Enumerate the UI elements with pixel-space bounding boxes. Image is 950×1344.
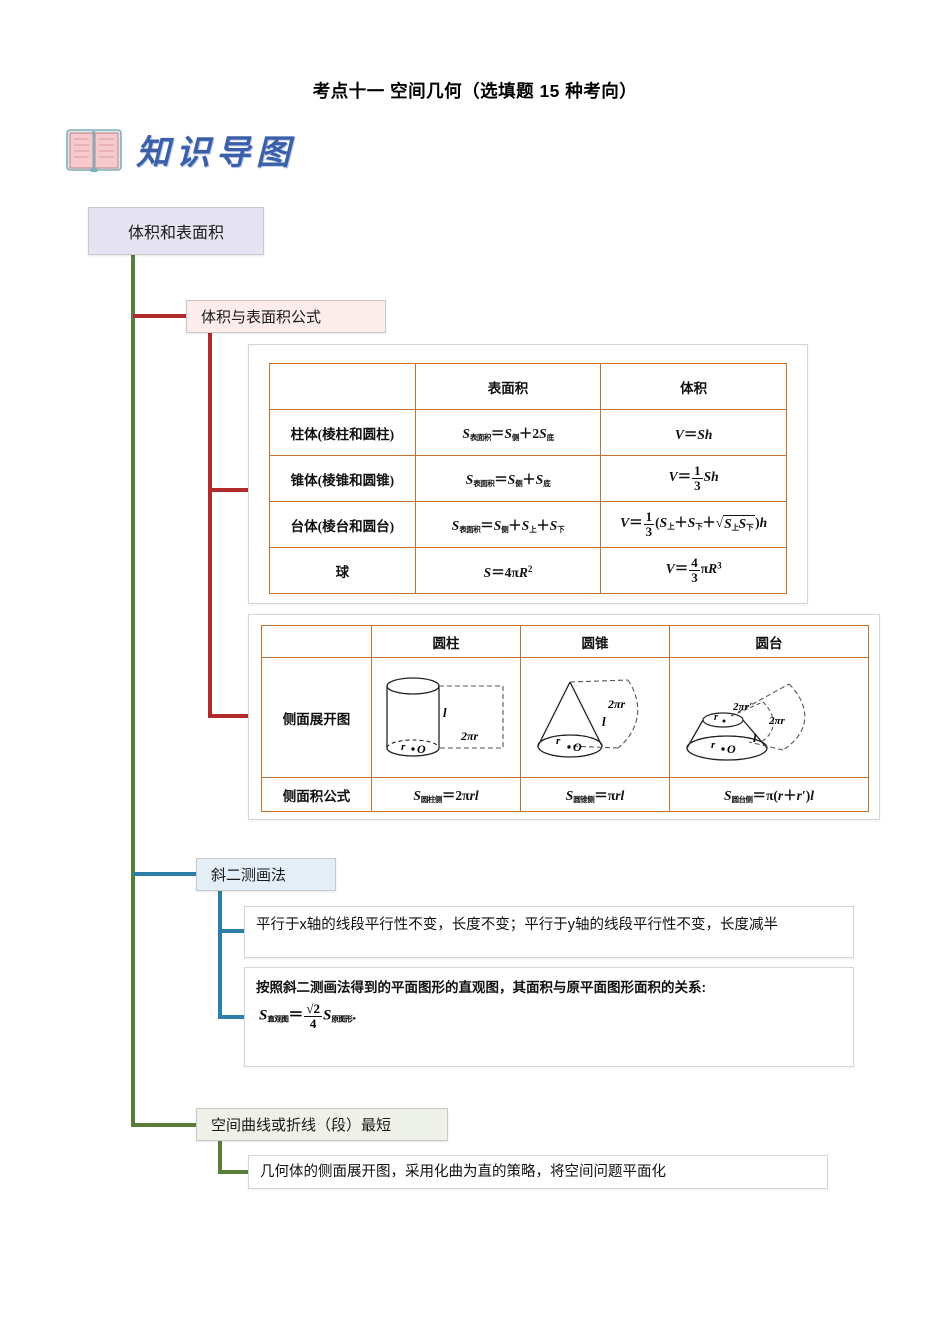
header-empty xyxy=(269,363,416,410)
header-frustum: 圆台 xyxy=(669,625,869,658)
leaf-oblique-note-2: 按照斜二测画法得到的平面图形的直观图，其面积与原平面图形面积的关系: S直观图＝… xyxy=(244,967,854,1067)
cell-surface-sphere: S＝4πR2 xyxy=(414,547,602,594)
cell-lateral-frustum: S圆台侧＝π(r＋r′)l xyxy=(669,777,869,812)
branch-label: 体积与表面积公式 xyxy=(201,309,322,326)
svg-text:2πr': 2πr' xyxy=(732,701,752,713)
leaf-lateral-surface-table: 圆柱 圆锥 圆台 侧面展开图 l 2πr r O xyxy=(248,614,880,820)
table-row: 表面积 体积 xyxy=(269,363,787,410)
svg-text:r: r xyxy=(556,735,561,747)
oblique-note-2-heading: 按照斜二测画法得到的平面图形的直观图，其面积与原平面图形面积的关系: xyxy=(256,980,706,995)
shortest-path-text: 几何体的侧面展开图，采用化曲为直的策略，将空间问题平面化 xyxy=(260,1163,666,1180)
header-cone: 圆锥 xyxy=(520,625,670,658)
row-label-unfolded-diagram: 侧面展开图 xyxy=(261,657,372,778)
table-row: 侧面积公式 S圆柱侧＝2πrl S圆锥侧＝πrl S圆台侧＝π(r＋r′)l xyxy=(261,777,869,812)
svg-text:O: O xyxy=(417,742,426,756)
diagram-cylinder: l 2πr r O xyxy=(371,657,521,778)
table-row: 圆柱 圆锥 圆台 xyxy=(261,625,869,658)
mindmap-root-label: 体积和表面积 xyxy=(127,225,224,242)
cell-lateral-cylinder: S圆柱侧＝2πrl xyxy=(371,777,521,812)
knowledge-map-logo: 知识导图 xyxy=(66,124,296,174)
row-label-lateral-formula: 侧面积公式 xyxy=(261,777,372,812)
mindmap-branch-oblique-drawing[interactable]: 斜二测画法 xyxy=(196,858,336,891)
row-label-sphere: 球 xyxy=(269,547,416,594)
svg-text:O: O xyxy=(573,740,582,754)
header-volume: 体积 xyxy=(600,363,787,410)
oblique-note-1-text: 平行于x轴的线段平行性不变，长度不变；平行于y轴的线段平行性不变，长度减半 xyxy=(256,917,778,933)
logo-label: 知识导图 xyxy=(136,134,296,172)
diagram-frustum: 2πr' 2πr l r r O xyxy=(669,657,869,778)
svg-text:2πr: 2πr xyxy=(607,697,626,711)
row-label-frustum: 台体(棱台和圆台) xyxy=(269,501,416,548)
branch-label: 空间曲线或折线（段）最短 xyxy=(211,1117,392,1134)
svg-text:l: l xyxy=(602,714,606,729)
open-book-icon xyxy=(66,124,122,174)
cell-lateral-cone: S圆锥侧＝πrl xyxy=(520,777,670,812)
cell-surface-pyramid: S表面积＝S侧＋S底 xyxy=(414,455,602,502)
row-label-pyramid: 锥体(棱锥和圆锥) xyxy=(269,455,416,502)
table-row: 柱体(棱柱和圆柱) S表面积＝S侧＋2S底 V＝Sh xyxy=(269,409,787,456)
cell-surface-prism: S表面积＝S侧＋2S底 xyxy=(414,409,602,456)
svg-text:l: l xyxy=(753,731,757,745)
svg-text:r: r xyxy=(714,712,718,723)
header-cylinder: 圆柱 xyxy=(371,625,521,658)
header-surface-area: 表面积 xyxy=(414,363,602,410)
svg-text:2πr: 2πr xyxy=(460,729,479,743)
cell-surface-frustum: S表面积＝S侧＋S上＋S下 xyxy=(414,501,602,548)
diagram-cone: 2πr l r O xyxy=(520,657,670,778)
cell-volume-prism: V＝Sh xyxy=(600,409,787,456)
svg-text:O: O xyxy=(727,742,736,756)
table-row: 侧面展开图 l 2πr r O xyxy=(261,657,869,778)
mindmap-branch-volume-surface-formula[interactable]: 体积与表面积公式 xyxy=(186,300,386,333)
svg-text:r: r xyxy=(401,741,406,753)
svg-text:r: r xyxy=(711,739,716,751)
lateral-table: 圆柱 圆锥 圆台 侧面展开图 l 2πr r O xyxy=(261,625,869,812)
leaf-shortest-path-note: 几何体的侧面展开图，采用化曲为直的策略，将空间问题平面化 xyxy=(248,1155,828,1189)
page-title: 考点十一 空间几何（选填题 15 种考向） xyxy=(312,81,638,101)
svg-text:2πr: 2πr xyxy=(768,715,786,727)
leaf-volume-surface-table: 表面积 体积 柱体(棱柱和圆柱) S表面积＝S侧＋2S底 V＝Sh 锥体(棱锥和… xyxy=(248,344,808,604)
leaf-oblique-note-1: 平行于x轴的线段平行性不变，长度不变；平行于y轴的线段平行性不变，长度减半 xyxy=(244,906,854,958)
branch-label: 斜二测画法 xyxy=(211,867,287,884)
row-label-prism: 柱体(棱柱和圆柱) xyxy=(269,409,416,456)
mindmap-root-node[interactable]: 体积和表面积 xyxy=(88,207,264,255)
header-empty xyxy=(261,625,372,658)
mindmap-branch-shortest-path[interactable]: 空间曲线或折线（段）最短 xyxy=(196,1108,448,1141)
svg-text:l: l xyxy=(443,705,447,720)
formula-table: 表面积 体积 柱体(棱柱和圆柱) S表面积＝S侧＋2S底 V＝Sh 锥体(棱锥和… xyxy=(269,363,787,594)
